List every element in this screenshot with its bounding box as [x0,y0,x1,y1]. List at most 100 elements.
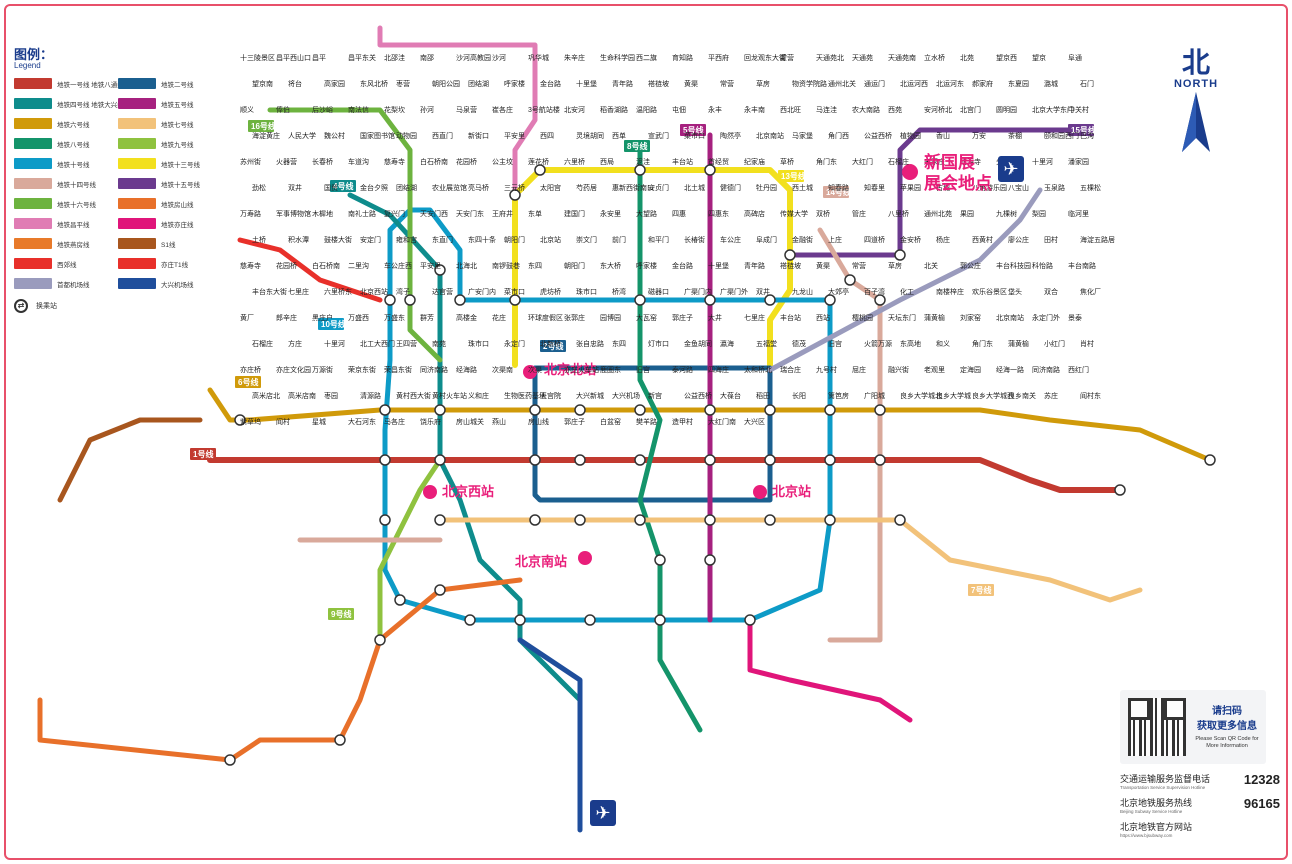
station-label[interactable]: 西黄村 [972,235,993,244]
station-label[interactable]: 大葆台 [720,391,741,400]
station-label[interactable]: 田村 [1044,235,1058,244]
station-label[interactable]: 丰台南路 [1068,261,1096,270]
station-label[interactable]: 旧宫 [636,365,650,374]
station-label[interactable]: 德茂 [792,339,806,348]
station-label[interactable]: 桥湾 [612,287,626,296]
station-label[interactable]: 万源街 [312,365,333,374]
station-label[interactable]: 昌平 [312,54,326,62]
station-label[interactable]: 樱桃园 [852,313,873,322]
station-label[interactable]: 丰台东大街 [252,287,287,296]
station-label[interactable]: 亦庄文化园 [276,365,311,374]
station-label[interactable]: 公益西桥 [864,131,892,140]
station-label[interactable]: 屈庄 [852,365,866,374]
station-label[interactable]: 黄村火车站 [432,391,467,400]
station-label[interactable]: 沙河高教园 [456,53,491,62]
station-label[interactable]: 亦庄火车站 [564,365,599,374]
station-label[interactable]: 万盛西 [348,313,369,322]
station-label[interactable]: 平安里 [504,131,525,140]
station-label[interactable]: 万盛东 [384,313,405,322]
station-label[interactable]: 宋家庄 [924,157,945,166]
station-label[interactable]: 高碑店 [744,209,765,218]
station-label[interactable]: 农业展览馆 [432,183,467,192]
station-label[interactable]: 次渠南 [492,365,513,374]
station-label[interactable]: 经海一路 [996,365,1024,374]
station-label[interactable]: 太阳宫 [540,183,561,192]
station-label[interactable]: 褡裢坡 [780,261,801,270]
station-label[interactable]: 生物医药基地 [504,391,546,400]
station-label[interactable]: 昌平东关 [348,53,376,62]
station-label[interactable]: 阜通 [1068,53,1082,62]
station-label[interactable]: 长椿街 [684,235,705,244]
station-label[interactable]: 动物园 [396,131,417,140]
station-label[interactable]: 团结湖 [396,183,417,192]
station-label[interactable]: 义和庄 [468,391,489,400]
station-label[interactable]: 北安河 [564,105,585,114]
station-label[interactable]: 马各庄 [384,417,405,426]
station-label[interactable]: 芍药居 [576,183,597,192]
station-label[interactable]: 青年路 [612,79,633,88]
station-label[interactable]: 黄渠 [684,79,698,88]
station-label[interactable]: 东高地 [900,339,921,348]
station-label[interactable]: 宣武门 [648,131,669,140]
station-label[interactable]: 郭庄子 [564,417,585,426]
station-label[interactable]: 鹿圈东 [600,365,621,374]
station-label[interactable]: 群芳 [420,313,434,322]
station-label[interactable]: 军事博物馆 [276,209,311,218]
station-label[interactable]: 八里桥 [888,209,909,218]
station-label[interactable]: 西直门 [432,131,453,140]
station-label[interactable]: 大郊亭 [828,287,849,296]
station-label[interactable]: 达官营 [432,287,453,296]
station-label[interactable]: 纪家庙 [744,157,765,166]
station-label[interactable]: 永丰南 [744,105,765,114]
station-label[interactable]: 珠市口 [468,339,489,348]
station-label[interactable]: 雍和宫 [396,235,417,244]
station-label[interactable]: 长阳 [792,391,806,400]
station-label[interactable]: 四海庄 [708,365,729,374]
station-label[interactable]: 上庄 [828,235,842,244]
station-label[interactable]: 植物园 [900,131,921,140]
station-label[interactable]: 永丰 [708,105,722,114]
station-label[interactable]: 肖村 [1080,339,1094,348]
station-label[interactable]: 丰台科技园 [996,261,1031,270]
station-label[interactable]: 环球度假区 [528,313,563,322]
station-label[interactable]: 十里河 [324,339,345,348]
station-label[interactable]: 角门西 [828,131,849,140]
station-label[interactable]: 果园 [960,210,974,218]
station-label[interactable]: 良乡大学城西 [972,391,1014,400]
station-label[interactable]: 稻香湖路 [600,105,628,114]
station-label[interactable]: 西四 [540,132,554,140]
station-label[interactable]: 北京站 [540,235,561,244]
station-label[interactable]: 垡头 [1008,287,1022,296]
station-label[interactable]: 张郭庄 [564,313,585,322]
station-label[interactable]: 将台 [288,79,302,88]
station-label[interactable]: 马连洼 [816,105,837,114]
station-label[interactable]: 东夏园 [1008,79,1029,88]
station-label[interactable]: 方庄 [288,339,302,348]
station-label[interactable]: 马泉营 [456,105,477,114]
station-label[interactable]: 西单 [612,131,626,140]
station-label[interactable]: 车公庄西 [384,261,412,270]
station-label[interactable]: 角门东 [816,157,837,166]
station-label[interactable]: 物资学院路 [792,79,827,88]
station-label[interactable]: 五福堂 [756,339,777,348]
station-label[interactable]: 荣昌东街 [384,365,412,374]
station-label[interactable]: 良乡大学城 [936,391,971,400]
station-label[interactable]: 良乡南关 [1008,391,1036,400]
station-label[interactable]: 呼家楼 [636,261,657,270]
station-label[interactable]: 东四十条 [468,235,496,244]
station-label[interactable]: 刘家窑 [960,313,981,322]
station-label[interactable]: 永定门外 [1032,313,1060,322]
station-label[interactable]: 六里桥东 [324,287,352,296]
station-label[interactable]: 火器营 [276,157,297,166]
station-label[interactable]: 临河里 [1068,209,1089,218]
station-label[interactable]: 苏庄 [1044,391,1058,400]
station-label[interactable]: 经海路 [456,365,477,374]
station-label[interactable]: 潘家园 [1068,157,1089,166]
station-label[interactable]: 十里堡 [708,261,729,270]
station-label[interactable]: 首经贸 [708,157,729,166]
station-label[interactable]: 巴沟 [1080,131,1094,140]
station-label[interactable]: 四道桥 [864,235,885,244]
station-label[interactable]: 阎村 [276,417,290,426]
station-label[interactable]: 百子湾 [864,287,885,296]
station-label[interactable]: 昌平西山口 [276,53,311,62]
